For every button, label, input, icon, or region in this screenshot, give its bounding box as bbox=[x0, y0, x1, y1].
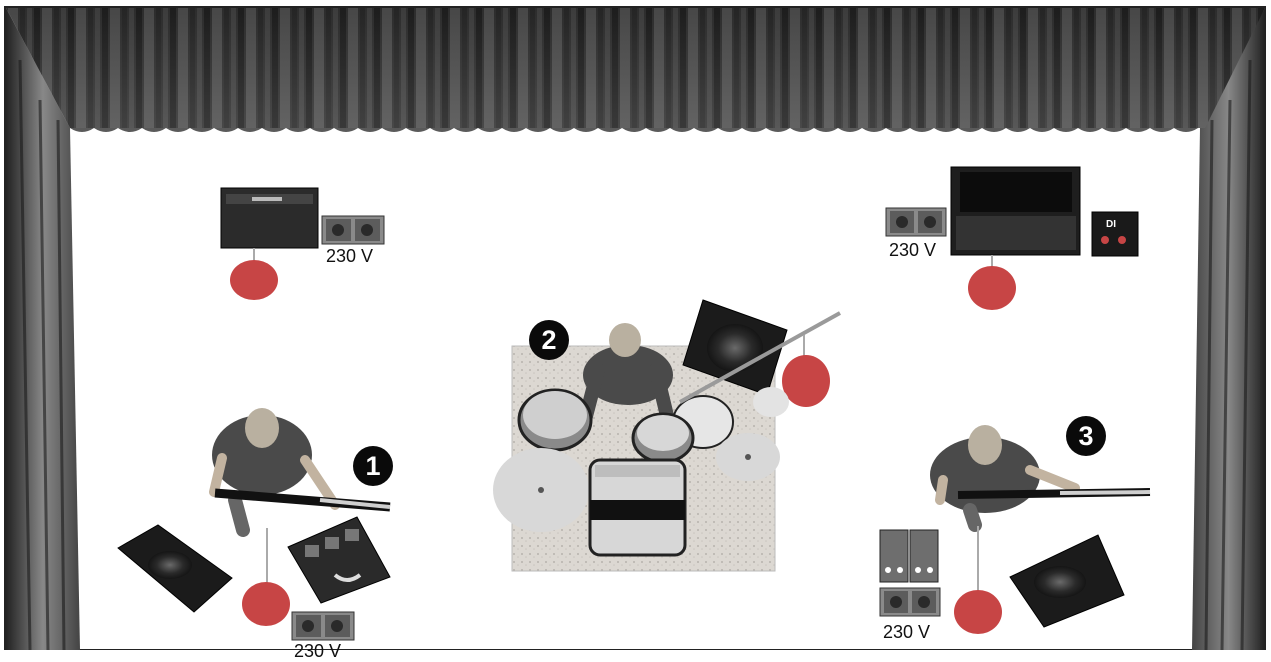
ride-cymbal-right bbox=[716, 433, 780, 481]
power-outlet-top-right bbox=[886, 208, 946, 236]
position-marker-drummer: 2 bbox=[529, 320, 569, 360]
bass-drum bbox=[590, 460, 685, 555]
voltage-label-bottom-right: 230 V bbox=[883, 622, 930, 643]
voltage-label-top-left: 230 V bbox=[326, 246, 373, 267]
di-box-label: DI bbox=[1106, 219, 1116, 230]
power-outlet-bottom-left bbox=[292, 612, 354, 640]
crash-cymbal-left bbox=[493, 448, 589, 532]
position-marker-bassist: 3 bbox=[1066, 416, 1106, 456]
guitar-amp-top-left bbox=[221, 188, 318, 248]
power-outlet-top-left bbox=[322, 216, 384, 244]
bassist-bass-guitar bbox=[958, 492, 1150, 495]
floor-tom bbox=[519, 390, 591, 450]
bass-amp-top-right bbox=[951, 167, 1080, 255]
power-outlet-bottom-right bbox=[880, 588, 940, 616]
top-curtain bbox=[6, 8, 1265, 132]
voltage-label-top-right: 230 V bbox=[889, 240, 936, 261]
rack-tom bbox=[633, 414, 693, 462]
voltage-label-bottom-left: 230 V bbox=[294, 641, 341, 662]
position-marker-guitarist: 1 bbox=[353, 446, 393, 486]
